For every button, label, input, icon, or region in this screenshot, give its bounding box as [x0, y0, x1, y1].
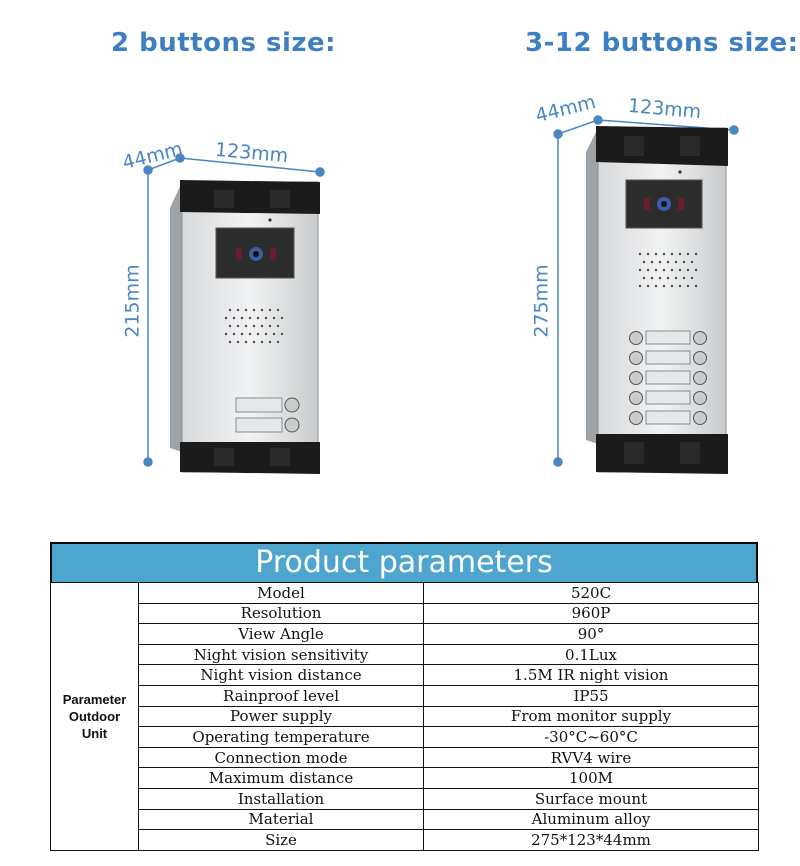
door-panel-2-buttons-image	[143, 153, 325, 474]
param-value: 90°	[423, 623, 759, 645]
heading-3-12-buttons: 3-12 buttons size:	[525, 28, 799, 58]
product-parameters-table: Product parameters Parameter Outdoor Uni…	[50, 542, 759, 851]
parameters-grid: Parameter Outdoor Unit Model 520C Resolu…	[50, 582, 759, 851]
table-title: Product parameters	[50, 542, 758, 582]
param-value: 0.1Lux	[423, 643, 759, 666]
param-value: Surface mount	[423, 787, 759, 810]
param-name: Maximum distance	[138, 767, 424, 789]
param-name: Connection mode	[138, 746, 424, 769]
param-value: -30°C~60°C	[423, 726, 759, 748]
table-row: Parameter Outdoor Unit Model 520C	[50, 582, 759, 851]
side-label-cell: Parameter Outdoor Unit	[50, 582, 139, 851]
param-value: 100M	[423, 767, 759, 789]
param-name: View Angle	[138, 623, 424, 645]
param-value: RVV4 wire	[423, 746, 759, 769]
param-value: 1.5M IR night vision	[423, 664, 759, 686]
param-name: Model	[138, 582, 424, 604]
door-panel-multi-buttons-image	[553, 115, 739, 474]
side-label-line: Parameter	[62, 691, 127, 707]
side-label-line: Unit	[81, 725, 108, 741]
param-value: IP55	[423, 684, 759, 707]
param-name: Rainproof level	[138, 684, 424, 707]
param-value: 520C	[423, 582, 759, 604]
param-value: Aluminum alloy	[423, 808, 759, 831]
param-value: From monitor supply	[423, 705, 759, 728]
side-label-line: Outdoor	[68, 708, 121, 724]
param-value: 960P	[423, 602, 759, 625]
param-value: 275*123*44mm	[423, 829, 759, 851]
param-name: Size	[138, 829, 424, 851]
param-name: Installation	[138, 787, 424, 810]
param-name: Night vision sensitivity	[138, 643, 424, 666]
param-name: Power supply	[138, 705, 424, 728]
param-name: Operating temperature	[138, 726, 424, 748]
table-row: Operating temperature-30°C~60°C	[51, 726, 759, 748]
param-name: Night vision distance	[138, 664, 424, 686]
param-name: Material	[138, 808, 424, 831]
heading-2-buttons: 2 buttons size:	[111, 28, 337, 58]
param-name: Resolution	[138, 602, 424, 625]
